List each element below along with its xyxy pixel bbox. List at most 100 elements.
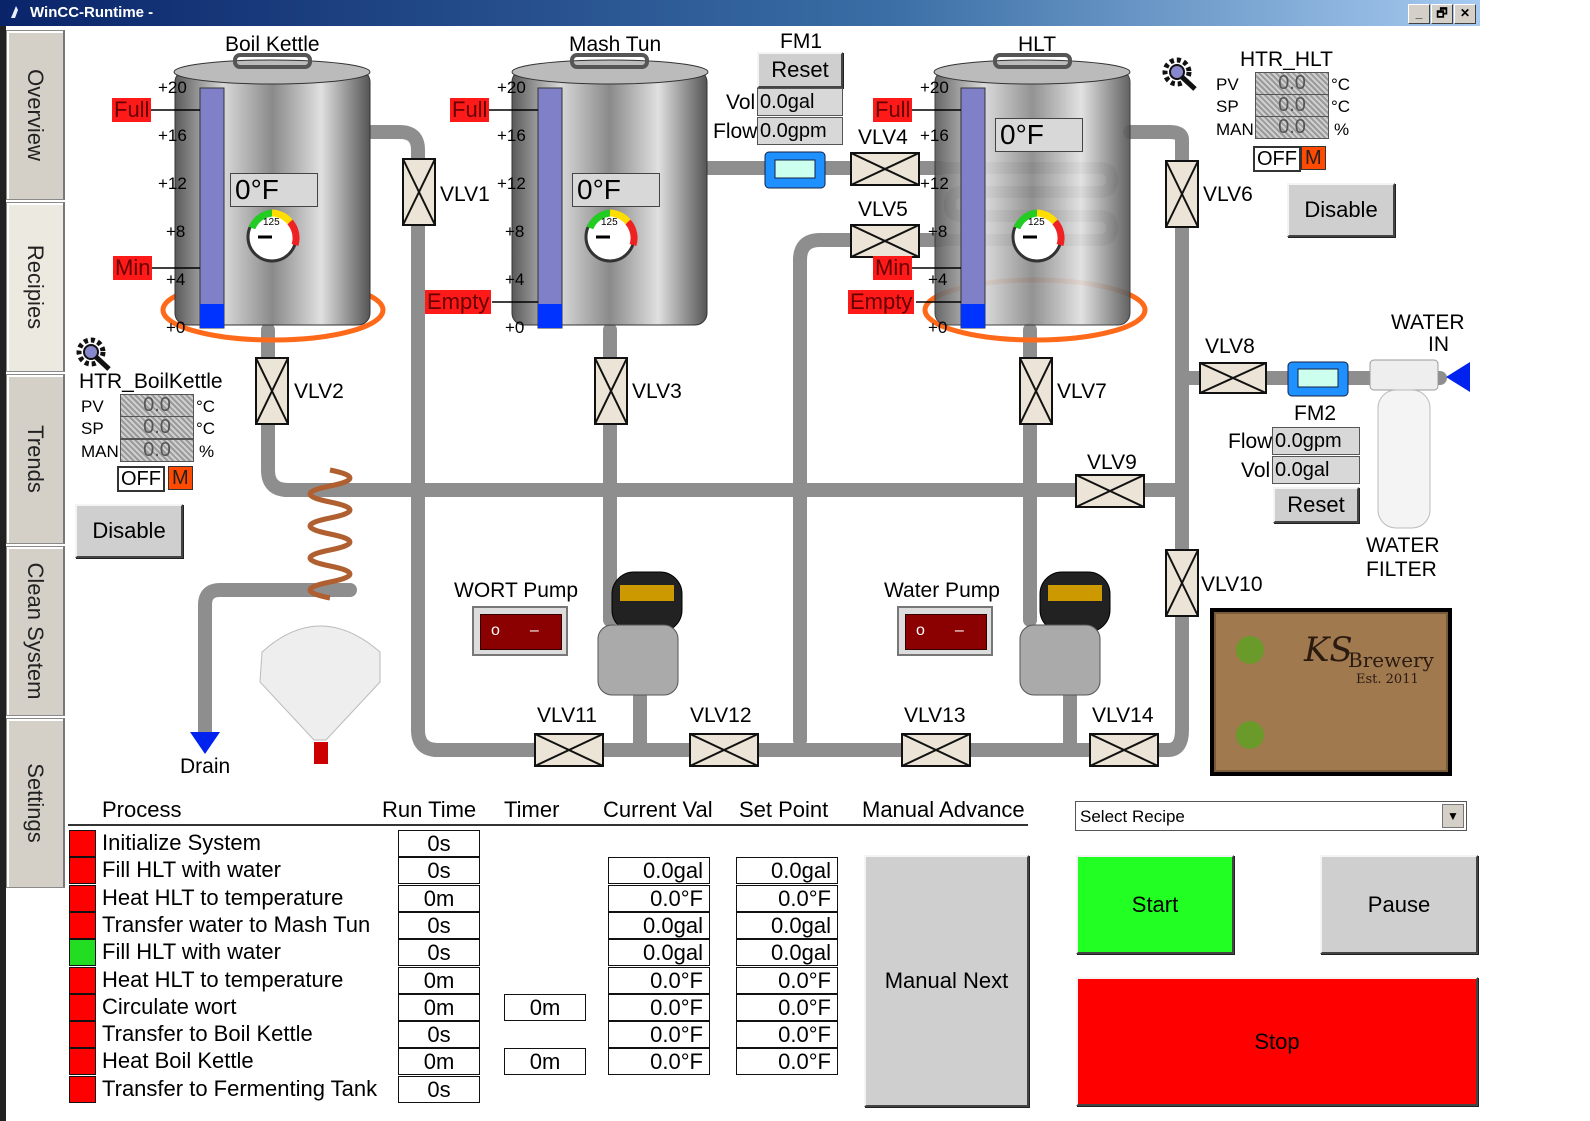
htr-boil-mode-toggle[interactable]: OFF [117,466,165,492]
vlv5-valve[interactable] [850,224,920,258]
htr-hlt-man-value[interactable]: 0.0 [1255,116,1329,139]
scale-tick: +16 [497,126,526,145]
mash-level-bar [537,87,563,329]
row-current-value: 0.0gal [608,939,710,966]
scale-tick: +8 [505,222,525,241]
htr-boil-sp-label: SP [81,419,104,438]
scale-tick: +4 [166,270,186,289]
minimize-button[interactable]: _ [1408,4,1430,24]
fm2-reset-button[interactable]: Reset [1273,487,1359,523]
htr-hlt-pv-unit: °C [1331,75,1351,94]
vlv4-valve[interactable] [850,152,920,186]
scale-tick: +0 [166,318,186,337]
start-button[interactable]: Start [1076,855,1234,954]
fm1-title: FM1 [780,30,822,53]
pause-button[interactable]: Pause [1320,855,1478,954]
close-button[interactable]: ✕ [1454,4,1476,24]
fermenter-icon [259,625,381,764]
header-current-val: Current Val [603,797,713,822]
recipe-select[interactable]: Select Recipe ▼ [1075,801,1467,831]
gauge-label: 125 [1028,217,1045,228]
vlv7-valve[interactable] [1019,357,1053,425]
htr-hlt-manual-toggle[interactable]: M [1301,146,1326,170]
scale-tick: +8 [928,222,948,241]
vlv5-label: VLV5 [858,198,908,221]
gauge-label: 125 [601,217,618,228]
stop-button[interactable]: Stop [1076,977,1478,1106]
wort-pump-switch[interactable]: o– [472,606,568,656]
tab-trends[interactable]: Trends [6,374,65,544]
row-set-point[interactable]: 0.0gal [736,857,838,884]
vlv9-valve[interactable] [1075,474,1145,508]
settings-gear-icon[interactable] [74,335,114,373]
vlv1-valve[interactable] [402,158,436,226]
vlv6-valve[interactable] [1165,160,1199,228]
row-process-name: Initialize System [102,830,261,855]
manual-next-button[interactable]: Manual Next [864,855,1029,1107]
water-in-label-2: IN [1428,333,1449,356]
row-set-point[interactable]: 0.0°F [736,994,838,1021]
vlv8-valve[interactable] [1199,362,1267,394]
vlv12-valve[interactable] [689,733,759,767]
switch-rocker: o– [905,614,987,650]
scale-tick: +12 [920,174,949,193]
row-process-name: Transfer to Fermenting Tank [102,1076,378,1101]
row-current-value: 0.0°F [608,1021,710,1048]
row-set-point[interactable]: 0.0°F [736,967,838,994]
fm2-flow-value: 0.0gpm [1272,427,1360,455]
row-set-point[interactable]: 0.0°F [736,885,838,912]
row-set-point[interactable]: 0.0°F [736,1021,838,1048]
scale-tick: +12 [497,174,526,193]
scale-tick: +20 [497,78,526,97]
row-run-time: 0s [398,939,480,966]
htr-boil-sp-unit: °C [196,419,216,438]
htr-boil-manual-toggle[interactable]: M [168,466,193,490]
switch-on-glyph: o [491,622,500,639]
fm2-vol-label: Vol [1241,459,1271,482]
tab-settings[interactable]: Settings [6,718,65,888]
row-set-point[interactable]: 0.0°F [736,1048,838,1075]
htr-boil-man-value[interactable]: 0.0 [120,439,194,462]
hlt-full-alarm: Full [873,97,913,122]
switch-on-glyph: o [916,622,925,639]
chevron-down-icon[interactable]: ▼ [1442,804,1464,828]
restore-button[interactable]: 🗗 [1431,4,1453,24]
scale-tick: +20 [920,78,949,97]
row-status-indicator [69,885,96,912]
boil-kettle-title: Boil Kettle [225,33,320,56]
scale-tick: +8 [166,222,186,241]
fm2-title: FM2 [1294,402,1336,425]
htr-boil-disable-button[interactable]: Disable [75,504,183,558]
tab-recipies[interactable]: Recipies [6,202,65,372]
vlv3-valve[interactable] [594,357,628,425]
water-pump-switch[interactable]: o– [897,606,993,656]
row-run-time: 0s [398,1076,480,1103]
vlv10-valve[interactable] [1165,549,1199,617]
htr-hlt-mode-toggle[interactable]: OFF [1253,146,1301,172]
row-process-name: Circulate wort [102,994,237,1019]
htr-boil-pv-label: PV [81,397,104,416]
vlv13-valve[interactable] [901,733,971,767]
vlv4-label: VLV4 [858,126,908,149]
htr-hlt-disable-button[interactable]: Disable [1287,183,1395,237]
row-set-point[interactable]: 0.0gal [736,939,838,966]
row-status-indicator [69,857,96,884]
vlv11-valve[interactable] [534,733,604,767]
tab-overview[interactable]: Overview [6,30,65,200]
row-run-time: 0s [398,830,480,857]
mash-temp-display: 0°F [572,173,660,207]
vlv14-valve[interactable] [1089,733,1159,767]
water-in-label-1: WATER [1391,311,1465,334]
vlv2-valve[interactable] [255,357,289,425]
htr-hlt-sp-value: 0.0 [1255,94,1329,117]
tab-clean-system[interactable]: Clean System [6,546,65,716]
settings-gear-icon[interactable] [1160,55,1200,93]
row-status-indicator [69,1048,96,1075]
boil-full-alarm: Full [112,97,152,122]
row-timer: 0m [504,994,586,1021]
row-status-indicator [69,967,96,994]
fm2-vol-value: 0.0gal [1272,456,1360,484]
scale-tick: +4 [505,270,525,289]
row-set-point[interactable]: 0.0gal [736,912,838,939]
fm1-reset-button[interactable]: Reset [757,52,843,88]
